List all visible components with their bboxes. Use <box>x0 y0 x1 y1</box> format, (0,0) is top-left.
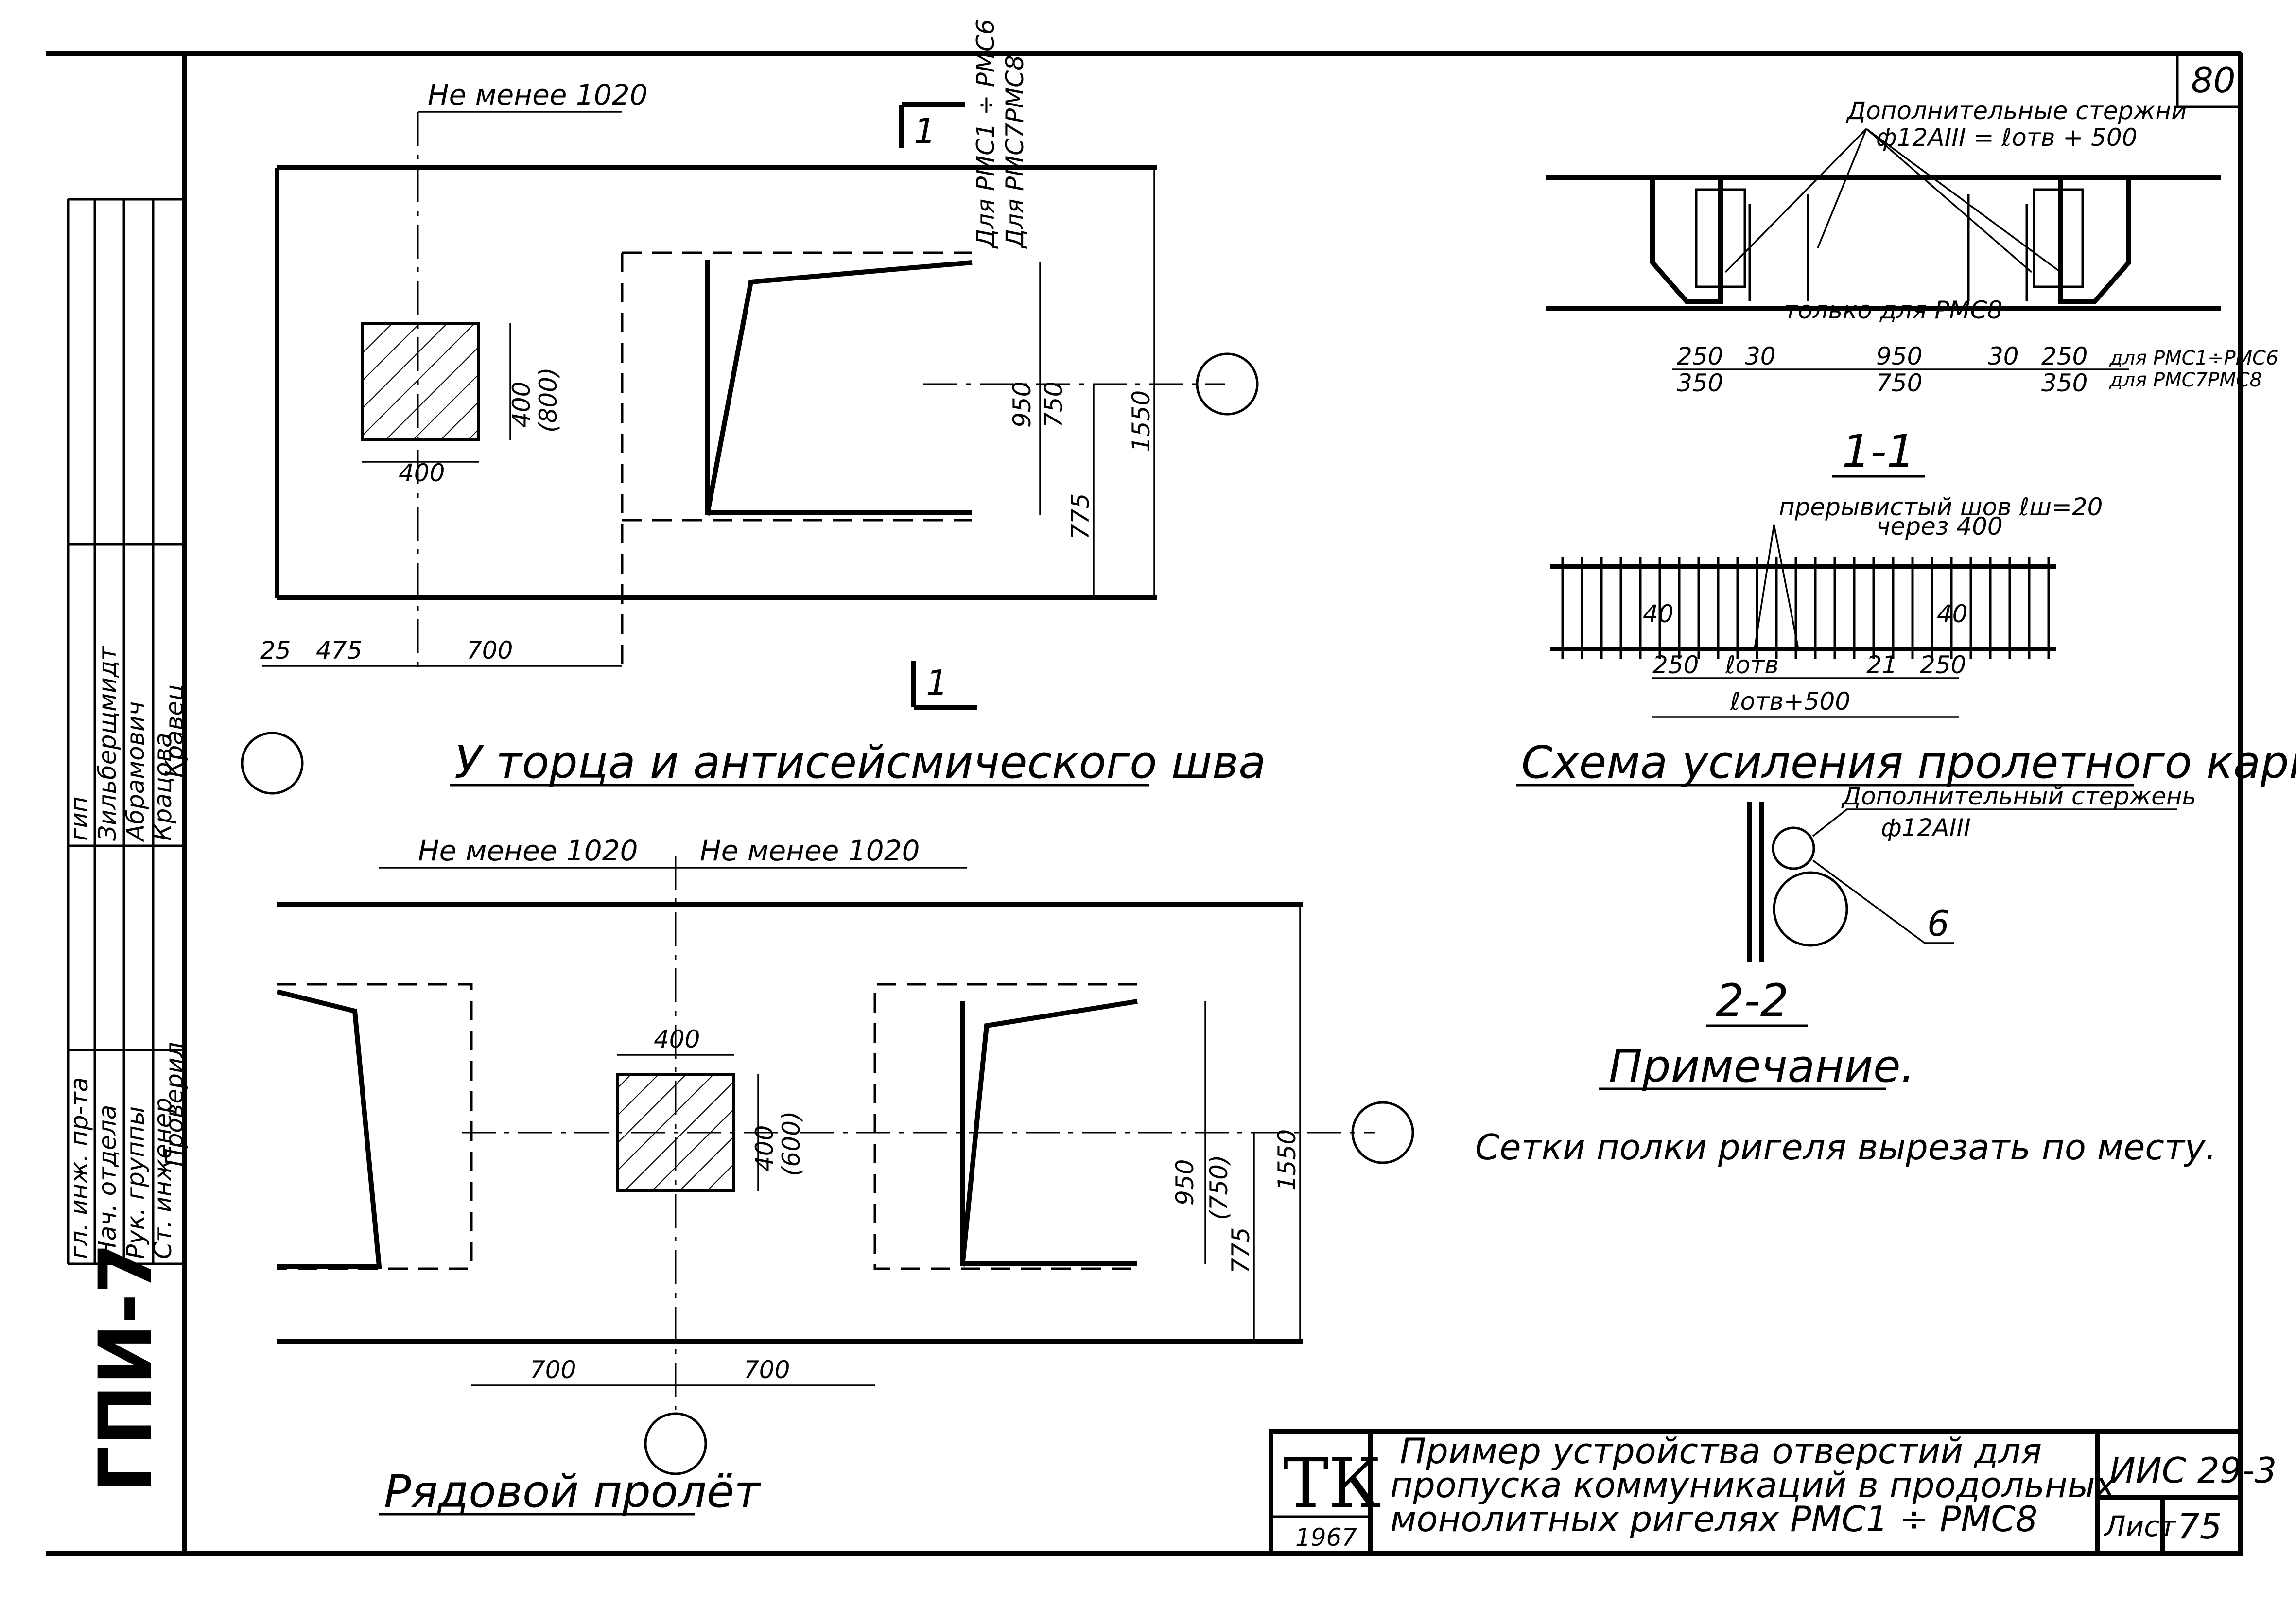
span-view-dim-400-w: 400 <box>654 1025 700 1053</box>
end-view-dim-950: 950 <box>1008 382 1036 428</box>
name-3: Крацова <box>149 733 177 841</box>
end-view-dim-400-h: 400 <box>507 382 536 428</box>
name-2: Абрамович <box>122 701 150 842</box>
end-view-for-rmc1-6: Для РМС1 ÷ РМС6 <box>972 19 1000 249</box>
note-text: Сетки полки ригеля вырезать по месту. <box>1475 1127 2216 1168</box>
span-view-dim-700b: 700 <box>744 1356 790 1384</box>
title-sheet-no: 75 <box>2177 1506 2222 1547</box>
end-view-not-less: Не менее 1020 <box>428 78 648 111</box>
title-line-3: монолитных ригелях РМС1 ÷ РМС8 <box>1390 1499 2037 1539</box>
section-2-2-bar-note: Дополнительный стержень <box>1841 782 2196 810</box>
end-view-dim-700: 700 <box>467 636 513 664</box>
span-view-not-less-1: Не менее 1020 <box>418 834 638 867</box>
sheet-number-top: 80 <box>2191 60 2236 101</box>
span-view-caption: Рядовой пролёт <box>384 1466 762 1518</box>
end-view-caption: У торца и антисейсмического шва <box>454 736 1266 788</box>
title-logo: ТК <box>1283 1444 1381 1523</box>
role-3: Рук. группы <box>122 1106 150 1259</box>
role-4: Ст. инженер <box>149 1098 177 1259</box>
name-1: Зильберщмидт <box>93 646 122 841</box>
end-view-dim-775: 775 <box>1066 493 1095 540</box>
section-2-2: Дополнительный стержень ф12АIII 6 2-2 <box>1706 782 2196 1027</box>
end-view-dim-750: 750 <box>1040 382 1068 428</box>
span-view-dim-1550: 1550 <box>1273 1129 1301 1191</box>
scheme-weld-note: прерывистый шов ℓш=20 <box>1779 493 2103 521</box>
title-year: 1967 <box>1295 1523 1357 1552</box>
section-1-1: Дополнительные стержни ф12АIII = ℓотв + … <box>1546 97 2279 478</box>
end-view-section-bottom: 1 <box>926 663 948 703</box>
section-1-1-dim-250b: 250 <box>2041 342 2087 370</box>
end-view-dim-400-w: 400 <box>399 459 445 487</box>
section-1-1-right-note-1: для РМС1÷РМС6 <box>2109 347 2279 369</box>
role-5: Проверил <box>160 1042 189 1167</box>
name-4: Кравец <box>160 684 189 778</box>
end-view-dim-800: (800) <box>534 367 562 433</box>
end-view-for-rmc7-8: Для РМС7РМС8 <box>1001 55 1029 249</box>
section-1-1-bars-formula: ф12АIII = ℓотв + 500 <box>1876 123 2137 152</box>
title-sheet-label: Лист <box>2104 1510 2177 1543</box>
scheme-dim-250a: 250 <box>1652 651 1699 679</box>
section-1-1-dim-30a: 30 <box>1745 342 1776 370</box>
scheme-dim-250b: 250 <box>1920 651 1966 679</box>
end-view-dim-1550: 1550 <box>1127 390 1155 452</box>
span-view-dim-775: 775 <box>1227 1227 1255 1274</box>
end-view-hatched-square <box>361 322 480 441</box>
section-1-1-dim-750: 750 <box>1876 369 1922 397</box>
scheme-dim-21: 21 <box>1866 651 1897 679</box>
scheme-weld-note-2: через 400 <box>1876 512 2003 541</box>
span-view-dim-700a: 700 <box>530 1356 576 1384</box>
end-view-dim-25: 25 <box>260 636 291 664</box>
span-view-dim-950: 950 <box>1171 1159 1199 1206</box>
span-view-hatched-square <box>616 1073 735 1192</box>
section-1-1-dim-250a: 250 <box>1677 342 1723 370</box>
span-view-drawing: 400 400 (600) Не менее 1020 Не менее 102… <box>276 834 1414 1518</box>
span-view-dim-600: (600) <box>777 1111 805 1176</box>
scheme-dim-40a: 40 <box>1643 600 1674 628</box>
end-view-drawing: 400 400 (800) Не менее 1020 Для РМС1 ÷ Р… <box>241 19 1266 795</box>
note-block: Примечание. Сетки полки ригеля вырезать … <box>1475 1040 2216 1168</box>
scheme-dim-40b: 40 <box>1937 600 1968 628</box>
section-2-2-bar-note-2: ф12АIII <box>1881 814 1971 842</box>
scheme-dim-total: ℓотв+500 <box>1730 687 1850 716</box>
note-heading: Примечание. <box>1609 1040 1915 1092</box>
end-view-section-top: 1 <box>914 111 936 152</box>
role-1: гл. инж. пр-та <box>65 1077 93 1259</box>
role-header: гип <box>65 797 93 841</box>
span-view-not-less-2: Не менее 1020 <box>700 834 920 867</box>
section-1-1-right-note-2: для РМС7РМС8 <box>2109 369 2262 391</box>
section-1-1-caption: 1-1 <box>1842 425 1915 477</box>
span-view-dim-400-h: 400 <box>750 1125 779 1171</box>
title-line-1: Пример устройства отверстий для <box>1400 1431 2042 1471</box>
section-1-1-dim-350a: 350 <box>1677 369 1723 397</box>
section-1-1-dim-950: 950 <box>1876 342 1922 370</box>
section-1-1-dim-30b: 30 <box>1988 342 2019 370</box>
reinforcement-scheme: прерывистый шов ℓш=20 через 400 40 250 ℓ… <box>1516 493 2296 788</box>
scheme-caption: Схема усиления пролетного каркаса <box>1521 736 2296 788</box>
title-line-2: пропуска коммуникаций в продольных <box>1390 1465 2117 1505</box>
section-1-1-bars-note: Дополнительные стержни <box>1846 97 2187 125</box>
end-view-dim-475: 475 <box>316 636 362 664</box>
section-2-2-callout: 6 <box>1927 903 1949 944</box>
section-1-1-dim-350b: 350 <box>2041 369 2087 397</box>
title-series: ИИС 29-3 <box>2109 1450 2277 1491</box>
signature-strip: гл. инж. пр-та Нач. отдела Рук. группы С… <box>65 198 189 1492</box>
title-block: ТК 1967 Пример устройства отверстий для … <box>1269 1429 2277 1556</box>
span-view-dim-750: (750) <box>1205 1155 1233 1220</box>
section-1-1-only: только для РМС8 <box>1784 296 2002 324</box>
section-2-2-caption: 2-2 <box>1716 975 1789 1027</box>
org-code: ГПИ-7 <box>84 1243 168 1492</box>
role-2: Нач. отдела <box>93 1105 122 1259</box>
scheme-dim-lotv: ℓотв <box>1725 651 1779 679</box>
